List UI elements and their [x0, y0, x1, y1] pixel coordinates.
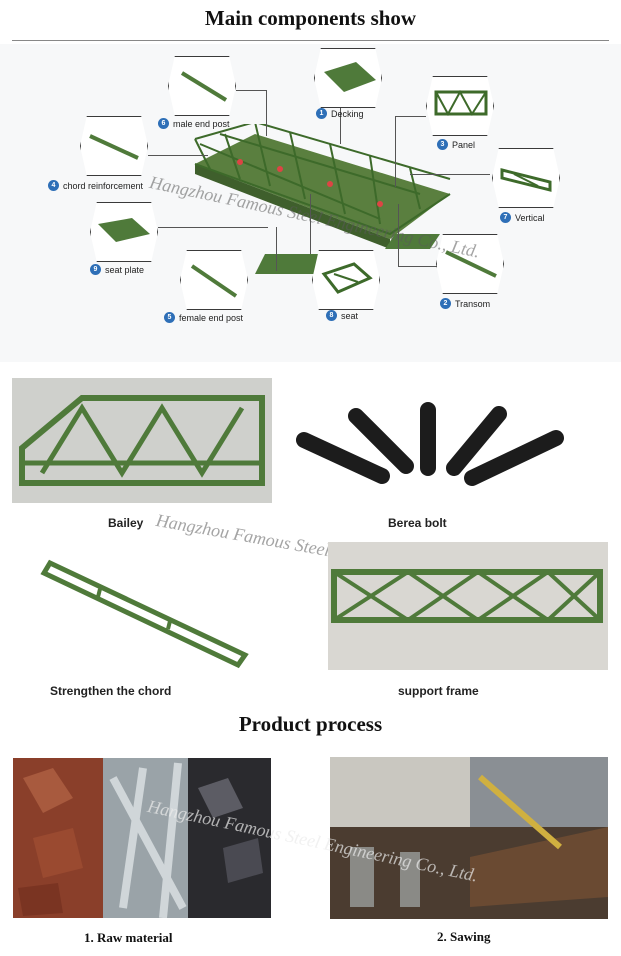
leader-line — [395, 116, 426, 187]
berea-bolts-graphic — [296, 402, 564, 486]
panel-icon-frame — [426, 76, 494, 136]
raw-material-photo — [13, 758, 271, 918]
bailey-panel-photo — [12, 378, 272, 503]
vertical-icon — [500, 168, 552, 192]
strengthen-chord-photo — [40, 555, 250, 675]
sawing-machine-graphic — [330, 757, 608, 919]
leader-line — [148, 155, 208, 157]
seat-icon — [321, 262, 373, 294]
raw-material-caption: 1. Raw material — [84, 930, 173, 945]
chord-reinforcement-icon-frame — [80, 116, 148, 176]
male-end-post-icon-frame — [168, 56, 236, 116]
bailey-caption: Bailey — [108, 516, 144, 530]
sawing-caption: 2. Sawing — [437, 929, 491, 944]
berea-bolt-photo — [294, 392, 574, 502]
leader-line — [236, 90, 267, 136]
female-end-post-icon-frame — [180, 250, 248, 310]
leader-line — [276, 227, 278, 271]
raw-material-graphic — [13, 758, 271, 918]
transom-icon — [445, 250, 497, 278]
support-frame-graphic — [331, 569, 603, 623]
leader-line — [410, 174, 490, 176]
leader-line — [340, 104, 342, 144]
leader-line — [310, 194, 312, 254]
product-process-title: Product process — [238, 712, 383, 736]
seat-plate-icon-frame — [90, 202, 158, 262]
seat-icon-frame — [312, 250, 380, 310]
main-components-title: Main components show — [204, 6, 417, 30]
male-end-post-icon — [180, 71, 228, 102]
leader-line — [398, 204, 449, 267]
vertical-icon-frame — [492, 148, 560, 208]
bailey-panel-graphic — [19, 395, 265, 486]
chord-reinforcement-icon — [89, 134, 139, 160]
female-end-post-icon — [190, 264, 238, 298]
support-frame-photo — [328, 542, 608, 670]
decking-icon — [324, 62, 376, 92]
decking-icon-frame — [314, 48, 382, 108]
title-divider — [12, 40, 609, 41]
strengthen-chord-caption: Strengthen the chord — [50, 684, 172, 698]
panel-icon — [434, 89, 488, 117]
berea-bolt-caption: Berea bolt — [388, 516, 447, 530]
seat-plate-icon — [98, 218, 150, 242]
leader-line — [158, 227, 268, 229]
support-frame-caption: support frame — [398, 684, 479, 698]
transom-icon-frame — [436, 234, 504, 294]
chord-graphic — [40, 559, 249, 669]
sawing-photo — [330, 757, 608, 919]
